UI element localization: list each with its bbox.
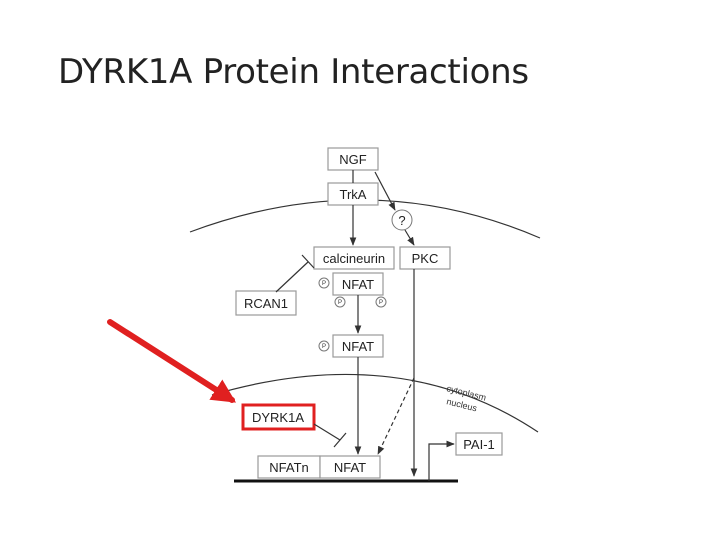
pai1-node: PAI-1 [455, 432, 503, 456]
svg-text:NFAT: NFAT [342, 339, 374, 354]
nuclear-membrane [211, 373, 539, 433]
unknown-node: ? [391, 209, 413, 231]
svg-text:P: P [338, 300, 342, 306]
svg-text:RCAN1: RCAN1 [244, 296, 288, 311]
inhibition-bar [301, 254, 315, 269]
highlight-pointer-arrow [107, 319, 237, 403]
svg-text:NFAT: NFAT [342, 277, 374, 292]
nfat-nuclear-node: NFAT [319, 455, 381, 479]
dyrk1a-node: DYRK1A [241, 403, 316, 431]
svg-text:calcineurin: calcineurin [323, 251, 385, 266]
inhibition-bar [333, 432, 347, 448]
svg-text:TrkA: TrkA [340, 187, 367, 202]
svg-text:NFAT: NFAT [334, 460, 366, 475]
svg-text:NFATn: NFATn [269, 460, 309, 475]
svg-text:NGF: NGF [339, 152, 367, 167]
unknown-to-pkc-arrow [404, 229, 415, 246]
dashed-activation-arrow [377, 377, 415, 455]
nfat-translocating-node: NFAT [332, 334, 384, 358]
svg-text:DYRK1A: DYRK1A [252, 410, 304, 425]
trka-node: TrkA [327, 182, 379, 206]
phospho-marker: P [334, 296, 346, 308]
svg-text:PKC: PKC [412, 251, 439, 266]
svg-text:PAI-1: PAI-1 [463, 437, 495, 452]
svg-text:P: P [379, 300, 383, 306]
svg-text:P: P [322, 344, 326, 350]
nfatn-node: NFATn [257, 455, 321, 479]
slide-title: DYRK1A Protein Interactions [58, 52, 529, 92]
calcineurin-node: calcineurin [313, 246, 395, 270]
pai1-transcription-arrow [428, 440, 455, 481]
pkc-node: PKC [399, 246, 451, 270]
svg-text:?: ? [398, 213, 405, 228]
rcan1-inhibits-calcineurin [275, 261, 309, 293]
ngf-node: NGF [327, 147, 379, 171]
phospho-marker: P [375, 296, 387, 308]
phospho-marker: P [318, 277, 330, 289]
svg-text:P: P [322, 281, 326, 287]
rcan1-node: RCAN1 [235, 290, 297, 316]
trka-to-unknown-arrow [374, 171, 396, 211]
cell-membrane [189, 199, 541, 239]
dyrk1a-inhibits-nfat [313, 423, 341, 441]
nfat-cytoplasm-node: NFAT [332, 272, 384, 296]
phospho-marker: P [318, 340, 330, 352]
